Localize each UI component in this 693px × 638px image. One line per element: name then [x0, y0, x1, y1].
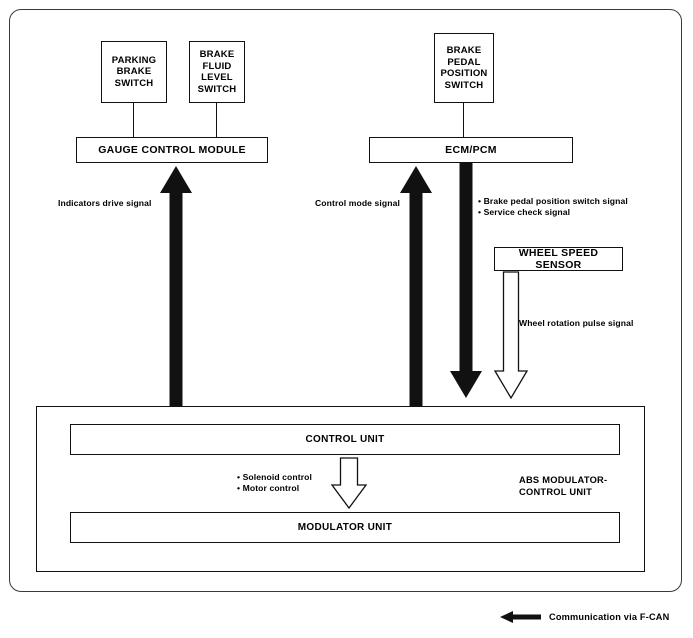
diagram-outer-frame — [9, 9, 682, 592]
connector-fluid-level-to-gauge — [216, 103, 218, 137]
box-brake-fluid-level-switch-label: BRAKE FLUID LEVEL SWITCH — [197, 49, 237, 95]
arrow-brake-service-signals — [450, 163, 482, 398]
connector-pedal-switch-to-ecm — [463, 103, 465, 137]
box-brake-pedal-position-switch-label: BRAKE PEDAL POSITION SWITCH — [440, 45, 488, 91]
arrow-control-mode-signal — [400, 166, 432, 408]
legend-f-can: Communication via F-CAN — [499, 610, 669, 624]
box-control-unit-label: CONTROL UNIT — [305, 434, 385, 445]
label-brake-service-signals: • Brake pedal position switch signal • S… — [478, 196, 628, 217]
box-ecm-pcm: ECM/PCM — [369, 137, 573, 163]
label-solenoid-motor-control: • Solenoid control • Motor control — [237, 472, 312, 493]
arrow-indicators-drive-signal — [160, 166, 192, 408]
box-brake-pedal-position-switch: BRAKE PEDAL POSITION SWITCH — [434, 33, 494, 103]
legend-f-can-label: Communication via F-CAN — [549, 612, 670, 622]
box-ecm-pcm-label: ECM/PCM — [445, 144, 497, 156]
box-parking-brake-switch-label: PARKING BRAKE SWITCH — [111, 54, 157, 89]
box-brake-fluid-level-switch: BRAKE FLUID LEVEL SWITCH — [189, 41, 245, 103]
label-control-mode-signal: Control mode signal — [315, 198, 400, 208]
box-wheel-speed-sensor: WHEEL SPEED SENSOR — [494, 247, 623, 271]
box-control-unit: CONTROL UNIT — [70, 424, 620, 455]
box-wheel-speed-sensor-label: WHEEL SPEED SENSOR — [518, 247, 599, 271]
box-modulator-unit: MODULATOR UNIT — [70, 512, 620, 543]
box-modulator-unit-label: MODULATOR UNIT — [297, 522, 393, 533]
arrow-solenoid-motor-control — [330, 457, 368, 510]
label-indicators-drive-signal: Indicators drive signal — [58, 198, 152, 208]
box-gauge-control-module: GAUGE CONTROL MODULE — [76, 137, 268, 163]
box-gauge-control-module-label: GAUGE CONTROL MODULE — [98, 144, 246, 156]
box-parking-brake-switch: PARKING BRAKE SWITCH — [101, 41, 167, 103]
legend-arrow-icon — [500, 611, 541, 623]
label-abs-modulator-control-unit: ABS MODULATOR- CONTROL UNIT — [519, 475, 608, 497]
connector-parking-brake-to-gauge — [133, 103, 135, 137]
label-wheel-rotation-pulse-signal: Wheel rotation pulse signal — [519, 318, 634, 328]
arrow-wheel-rotation-pulse-signal — [493, 271, 529, 400]
